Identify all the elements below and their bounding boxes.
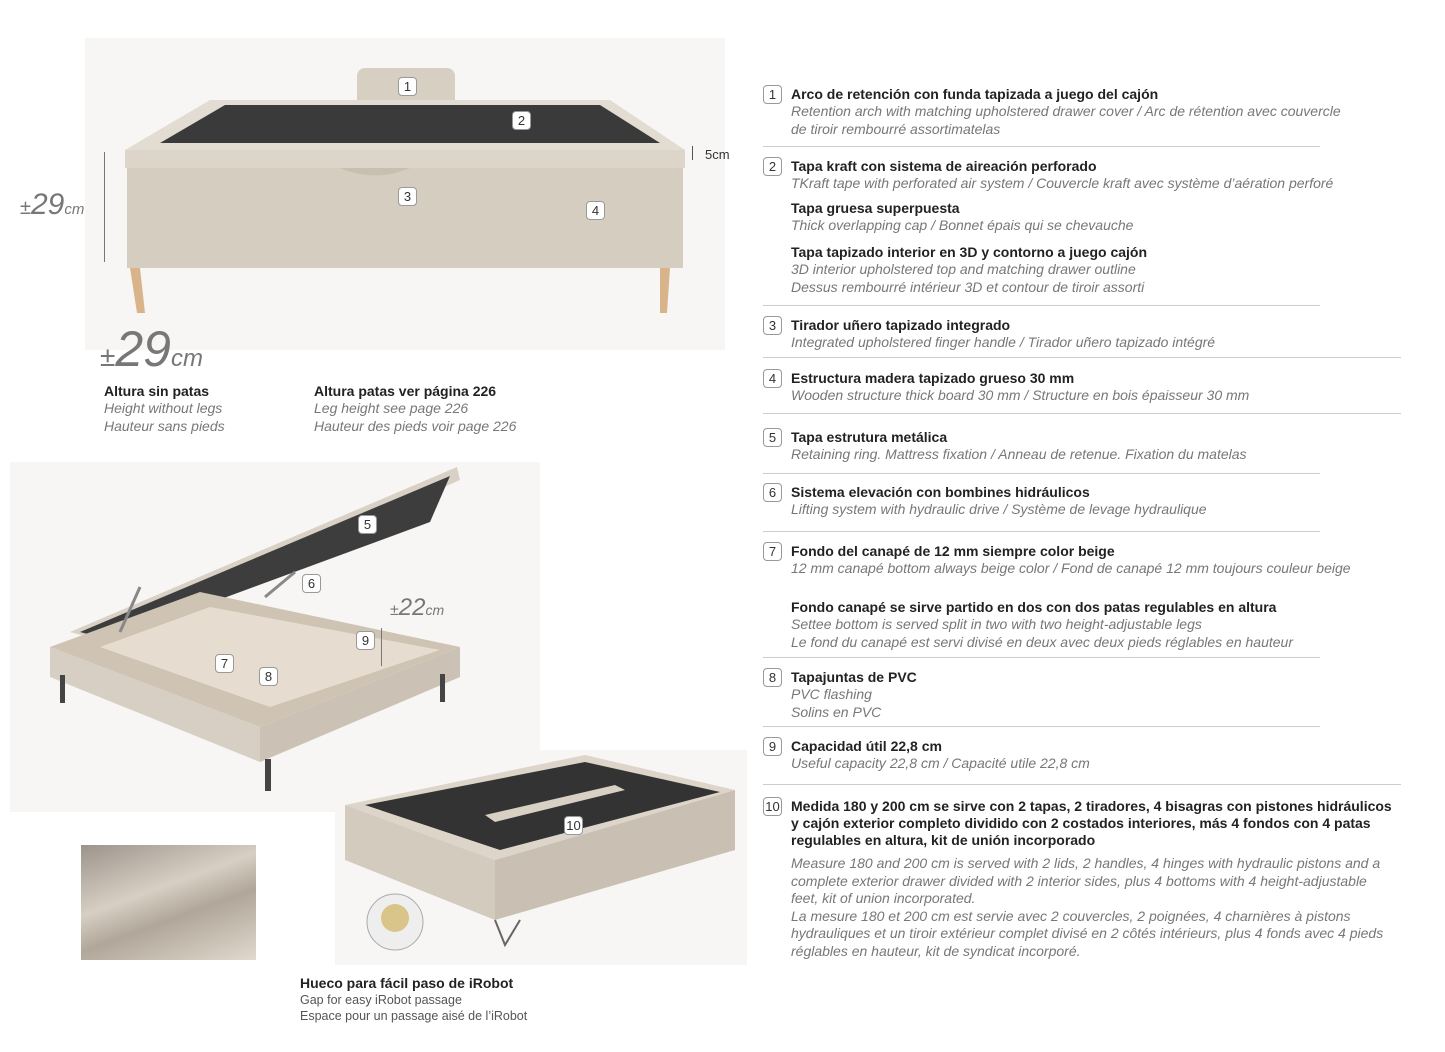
double-bed-photo (335, 750, 747, 965)
divider (763, 146, 1320, 147)
feature-number: 9 (763, 737, 782, 756)
feature-title: Fondo del canapé de 12 mm siempre color … (791, 543, 1115, 559)
caption-height-without-legs: Altura sin patas Height without legs Hau… (104, 383, 225, 435)
feature-text: Thick overlapping cap / Bonnet épais qui… (791, 217, 1134, 233)
marker-5: 5 (358, 515, 377, 534)
feature-item: Tapa kraft con sistema de aireación perf… (791, 158, 1401, 193)
feature-title: Tapa gruesa superpuesta (791, 200, 960, 216)
feature-item: Medida 180 y 200 cm se sirve con 2 tapas… (791, 798, 1396, 960)
divider (763, 657, 1320, 658)
storage-depth-dimension: ±22cm (390, 594, 445, 621)
feature-title: Capacidad útil 22,8 cm (791, 738, 942, 754)
cap-dimension-line (692, 146, 693, 160)
height-big-dimension: ±29cm (100, 321, 203, 377)
feature-item: Sistema elevación con bombines hidráulic… (791, 484, 1401, 519)
feature-number: 10 (763, 797, 782, 816)
height-dimension-line (104, 152, 105, 262)
feature-number: 4 (763, 369, 782, 388)
feature-number: 3 (763, 316, 782, 335)
caption-text: Height without legs Hauteur sans pieds (104, 400, 225, 434)
feature-title: Tapa kraft con sistema de aireación perf… (791, 158, 1097, 174)
feature-title: Tapajuntas de PVC (791, 669, 917, 685)
feature-title: Tapa estrutura metálica (791, 429, 948, 445)
feature-item: Fondo canapé se sirve partido en dos con… (791, 599, 1401, 651)
marker-2: 2 (512, 111, 531, 130)
feature-text: Retaining ring. Mattress fixation / Anne… (791, 446, 1247, 462)
caption-leg-height: Altura patas ver página 226 Leg height s… (314, 383, 516, 435)
feature-title: Sistema elevación con bombines hidráulic… (791, 484, 1090, 500)
marker-4: 4 (586, 201, 605, 220)
feature-text: Lifting system with hydraulic drive / Sy… (791, 501, 1207, 517)
divider (763, 357, 1401, 358)
cap-thickness: 5cm (705, 147, 730, 162)
feature-title: Arco de retención con funda tapizada a j… (791, 86, 1159, 102)
feature-number: 7 (763, 542, 782, 561)
feature-text: Settee bottom is served split in two wit… (791, 616, 1294, 650)
marker-6: 6 (302, 574, 321, 593)
feature-text: TKraft tape with perforated air system /… (791, 175, 1334, 191)
feature-text: Wooden structure thick board 30 mm / Str… (791, 387, 1250, 403)
divider (763, 784, 1401, 785)
double-bed-illustration (345, 755, 735, 951)
divider (763, 531, 1320, 532)
feature-text: Retention arch with matching upholstered… (791, 103, 1341, 137)
marker-8: 8 (259, 667, 278, 686)
feature-number: 6 (763, 483, 782, 502)
feature-number: 1 (763, 85, 782, 104)
marker-10: 10 (564, 816, 583, 835)
marker-7: 7 (215, 654, 234, 673)
hinge-detail-photo (81, 845, 256, 960)
feature-item: Tapa tapizado interior en 3D y contorno … (791, 244, 1401, 296)
feature-item: Fondo del canapé de 12 mm siempre color … (791, 543, 1401, 578)
marker-1: 1 (398, 77, 417, 96)
feature-title: Tapa tapizado interior en 3D y contorno … (791, 244, 1148, 260)
feature-text: 12 mm canapé bottom always beige color /… (791, 560, 1351, 576)
feature-text: Integrated upholstered finger handle / T… (791, 334, 1216, 350)
marker-9: 9 (356, 631, 375, 650)
marker-3: 3 (398, 187, 417, 206)
feature-item: Arco de retención con funda tapizada a j… (791, 86, 1401, 138)
caption-text: Gap for easy iRobot passage Espace pour … (300, 993, 528, 1023)
feature-title: Tirador uñero tapizado integrado (791, 317, 1011, 333)
divider (763, 473, 1320, 474)
feature-number: 8 (763, 668, 782, 687)
feature-number: 5 (763, 428, 782, 447)
storage-dimension-line (381, 628, 382, 666)
open-bed-illustration (50, 467, 460, 791)
feature-title: Fondo canapé se sirve partido en dos con… (791, 599, 1277, 615)
divider (763, 726, 1320, 727)
caption-title: Hueco para fácil paso de iRobot (300, 975, 514, 991)
feature-title: Estructura madera tapizado grueso 30 mm (791, 370, 1075, 386)
feature-text: Measure 180 and 200 cm is served with 2 … (791, 855, 1384, 959)
divider (763, 305, 1320, 306)
caption-title: Altura sin patas (104, 383, 210, 399)
feature-title: Medida 180 y 200 cm se sirve con 2 tapas… (791, 798, 1392, 848)
feature-text: 3D interior upholstered top and matching… (791, 261, 1145, 295)
caption-title: Altura patas ver página 226 (314, 383, 497, 399)
feature-number: 2 (763, 157, 782, 176)
divider (763, 413, 1401, 414)
caption-text: Leg height see page 226 Hauteur des pied… (314, 400, 517, 434)
feature-text: Useful capacity 22,8 cm / Capacité utile… (791, 755, 1090, 771)
feature-text: PVC flashing Solins en PVC (791, 686, 882, 720)
caption-irobot: Hueco para fácil paso de iRobot Gap for … (300, 975, 527, 1024)
height-side-dimension: ±29cm (20, 188, 85, 221)
